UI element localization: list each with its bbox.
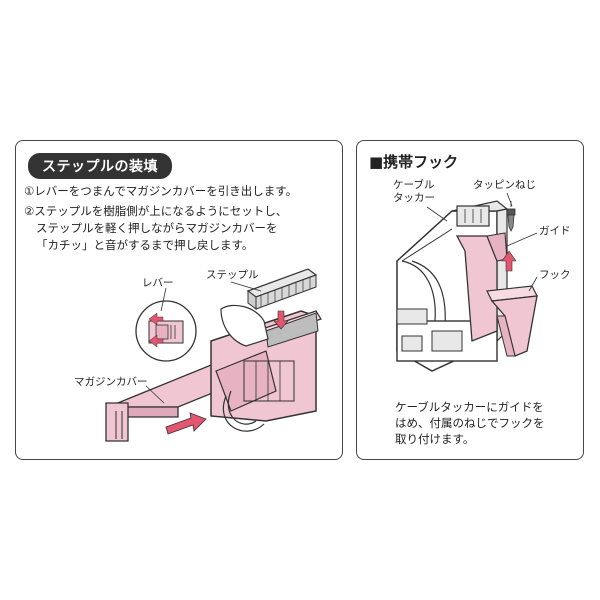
instruction-step-2: ②ステップルを樹脂側が上になるようにセットし、 ステップルを軽く押しながらマガジ… (24, 203, 287, 254)
caption-line-1: ケーブルタッカーにガイドを (395, 400, 544, 414)
step1-text: ①レバーをつまんでマガジンカバーを引き出します。 (24, 184, 298, 198)
lever-arrow-down (148, 334, 164, 348)
step2-line-2: ステップルを軽く押しながらマガジンカバーを (36, 221, 278, 235)
portable-hook-panel: ■携帯フック ケーブル タッカー タッピンねじ ガイド フック (356, 140, 584, 460)
section-title-staple-loading: ステップルの装填 (28, 153, 172, 179)
down-arrow (273, 310, 289, 330)
hook-piece (486, 285, 538, 357)
staple-channel (265, 312, 319, 348)
magazine-cover-end (105, 402, 129, 442)
hand-shape (220, 304, 269, 347)
up-arrow (501, 250, 517, 272)
label-lever: レバー (142, 277, 174, 289)
caption-line-2: はめ、付属のねじでフックを (395, 416, 545, 430)
staple-loading-panel: ステップルの装填 ①レバーをつまんでマガジンカバーを引き出します。 ②ステップル… (15, 140, 343, 460)
lever-arrow-up (148, 312, 164, 326)
step2-line-3: 「カチッ」と音がするまで押し戻します。 (36, 238, 254, 252)
label-cable-line-2: タッカー (393, 192, 435, 204)
label-guide: ガイド (539, 225, 571, 237)
label-staple: ステップル (206, 269, 259, 281)
instruction-step-1: ①レバーをつまんでマガジンカバーを引き出します。 (24, 183, 297, 200)
staple-loading-illustration (105, 268, 322, 442)
hook-instructions: ケーブルタッカーにガイドを はめ、付属のねじでフックを 取り付けます。 (395, 399, 545, 447)
caption-line-3: 取り付けます。 (395, 432, 475, 446)
label-magazine-cover: マガジンカバー (74, 376, 148, 388)
label-cable-tacker: ケーブル タッカー (393, 179, 435, 205)
staple-strip (246, 268, 318, 310)
portable-hook-illustration (396, 192, 538, 372)
step2-line-1: ②ステップルを樹脂側が上になるようにセットし、 (24, 204, 288, 218)
section-title-portable-hook: ■携帯フック (369, 153, 459, 171)
label-cable-line-1: ケーブル (393, 179, 435, 191)
label-hook: フック (539, 269, 571, 281)
push-arrow (165, 412, 207, 435)
label-tapping-screw: タッピンねじ (473, 179, 536, 191)
screw-icon (506, 208, 516, 232)
